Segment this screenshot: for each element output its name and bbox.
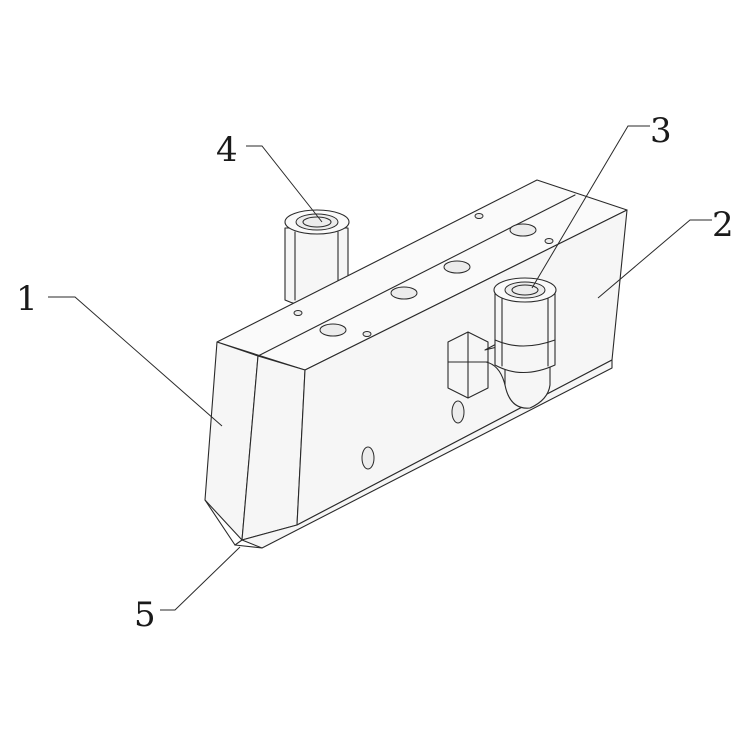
fitting-4: [284, 209, 350, 307]
leader-5: [160, 546, 241, 611]
callout-3: 3: [650, 111, 672, 151]
leader-lines: [48, 125, 712, 611]
leader-4: [246, 145, 323, 223]
top-holes: [293, 213, 554, 337]
leader-1: [48, 296, 223, 427]
callout-1: 1: [16, 279, 38, 319]
callout-2: 2: [712, 205, 734, 245]
callout-4: 4: [216, 130, 238, 170]
leader-2: [597, 219, 712, 299]
callout-5: 5: [134, 595, 156, 635]
fitting-3: [447, 277, 557, 409]
side-holes: [361, 400, 465, 470]
leader-3: [531, 125, 650, 289]
block-bottom-edge: [241, 359, 613, 549]
